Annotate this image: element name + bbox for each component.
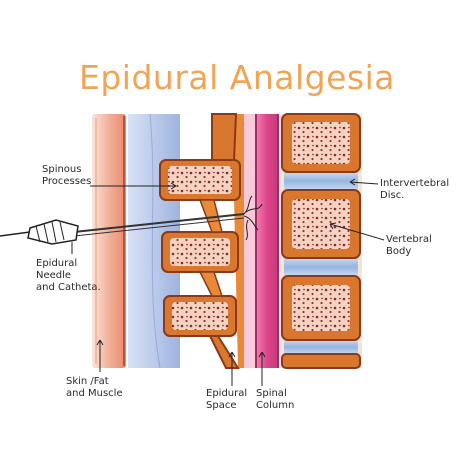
label-spinal-column: Spinal Column bbox=[256, 388, 295, 411]
vertebral-stack bbox=[280, 113, 362, 369]
catheter-tip bbox=[243, 195, 263, 241]
intervertebral-disc bbox=[284, 258, 358, 276]
label-epidural-space: Epidural Space bbox=[206, 388, 248, 411]
leader-lines bbox=[71, 178, 385, 386]
diagram-title: Epidural Analgesia bbox=[79, 58, 395, 97]
vertebral-body bbox=[281, 353, 361, 369]
spinous-process-middle bbox=[161, 231, 239, 273]
label-epidural-needle: Epidural Needle and Catheta. bbox=[36, 258, 101, 293]
epidural-needle bbox=[0, 213, 245, 245]
intervertebral-disc bbox=[284, 172, 358, 190]
label-spinous-processes: Spinous Processes bbox=[42, 164, 92, 187]
label-intervertebral-disc: Intervertebral Disc. bbox=[380, 178, 450, 201]
label-skin-fat-muscle: Skin /Fat and Muscle bbox=[66, 376, 123, 399]
intervertebral-disc bbox=[284, 340, 358, 354]
spinal-column bbox=[256, 114, 278, 368]
spinous-process-top bbox=[159, 113, 241, 201]
skin-layer bbox=[92, 114, 126, 368]
label-vertebral-body: Vertebral Body bbox=[386, 234, 432, 257]
epidural-space-region bbox=[244, 114, 256, 368]
spinous-process-bottom bbox=[163, 295, 240, 369]
